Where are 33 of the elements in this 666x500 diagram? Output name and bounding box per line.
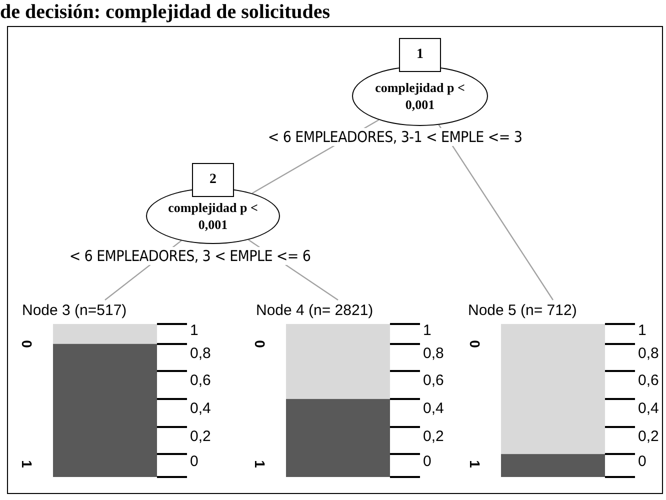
tick-label: 0,8 <box>190 345 211 362</box>
tick-label: 0,4 <box>638 400 659 417</box>
tick-label: 0,4 <box>190 400 211 417</box>
class-label: 1 <box>18 460 35 468</box>
tick-label: 0,6 <box>190 372 211 389</box>
tick-label: 0 <box>423 453 432 470</box>
tick-label: 0,6 <box>638 372 659 389</box>
node-number: 2 <box>192 163 234 197</box>
tick-label: 0,2 <box>190 428 211 445</box>
tick-label: 1 <box>190 322 198 339</box>
tick-label: 0,4 <box>423 400 444 417</box>
tick-label: 0,6 <box>423 372 444 389</box>
node-heading: Node 5 (n= 712) <box>468 302 577 319</box>
tick-label: 0,2 <box>423 428 444 445</box>
tick-label: 0,8 <box>638 345 659 362</box>
tick-label: 1 <box>638 322 646 339</box>
node-number: 1 <box>399 38 441 72</box>
tick-label: 0,8 <box>423 345 444 362</box>
tick-label: 0 <box>190 453 198 470</box>
tick-label: 0 <box>638 453 646 470</box>
title: de decisión: complejidad de solicitudes <box>0 1 330 24</box>
class-label: 0 <box>18 340 35 348</box>
node-heading: Node 3 (n=517) <box>22 302 127 319</box>
class-label: 1 <box>252 460 268 468</box>
class-label: 0 <box>466 340 483 348</box>
class-label: 0 <box>252 340 268 348</box>
node-heading: Node 4 (n= 2821) <box>256 302 374 319</box>
split-node-ellipse: complejidad p < 0,001 <box>352 66 488 126</box>
branch-line <box>438 124 554 300</box>
tick-label: 0,2 <box>638 428 659 445</box>
tick-label: 1 <box>423 322 432 339</box>
class-label: 1 <box>466 460 483 468</box>
split-node-ellipse: complejidad p < 0,001 <box>146 188 280 244</box>
